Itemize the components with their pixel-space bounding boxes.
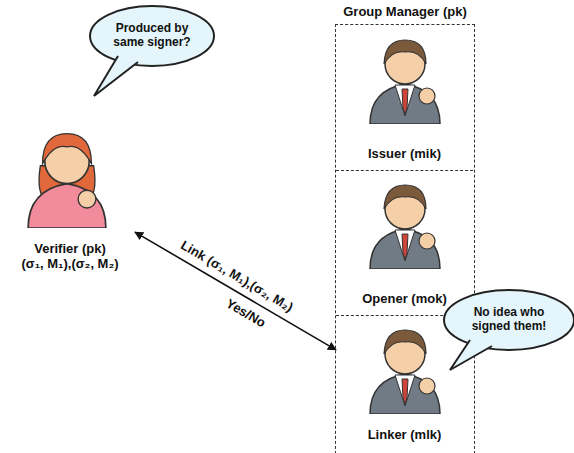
role-label: Issuer (mik) — [368, 147, 441, 162]
verifier-node: Verifier (pk)(σ₁, M₁),(σ₂, M₂) — [5, 110, 135, 278]
group-manager-box: Group Manager (pk)Issuer (mik)Opener (mo… — [335, 24, 475, 453]
issuer-box: Issuer (mik) — [336, 25, 473, 170]
link-arrow — [135, 232, 336, 350]
role-label: Linker (mlk) — [368, 428, 442, 443]
role-label: (σ₁, M₁),(σ₂, M₂) — [21, 257, 118, 272]
opener-box: Opener (mok) — [336, 170, 473, 315]
speech-bubble: No idea who signed them! — [442, 288, 574, 352]
verifier-figure — [28, 134, 106, 228]
group-heading: Group Manager (pk) — [316, 5, 494, 20]
bubble-text: Produced by same signer? — [88, 22, 216, 50]
reply-label: Yes/No — [223, 296, 268, 331]
issuer-figure — [370, 40, 440, 124]
opener-figure — [370, 185, 440, 269]
linker-figure — [370, 330, 440, 414]
speech-bubble: Produced by same signer? — [88, 4, 216, 68]
role-label: Opener (mok) — [362, 292, 447, 307]
role-label: Verifier (pk) — [34, 242, 106, 257]
bubble-text: No idea who signed them! — [442, 306, 574, 334]
